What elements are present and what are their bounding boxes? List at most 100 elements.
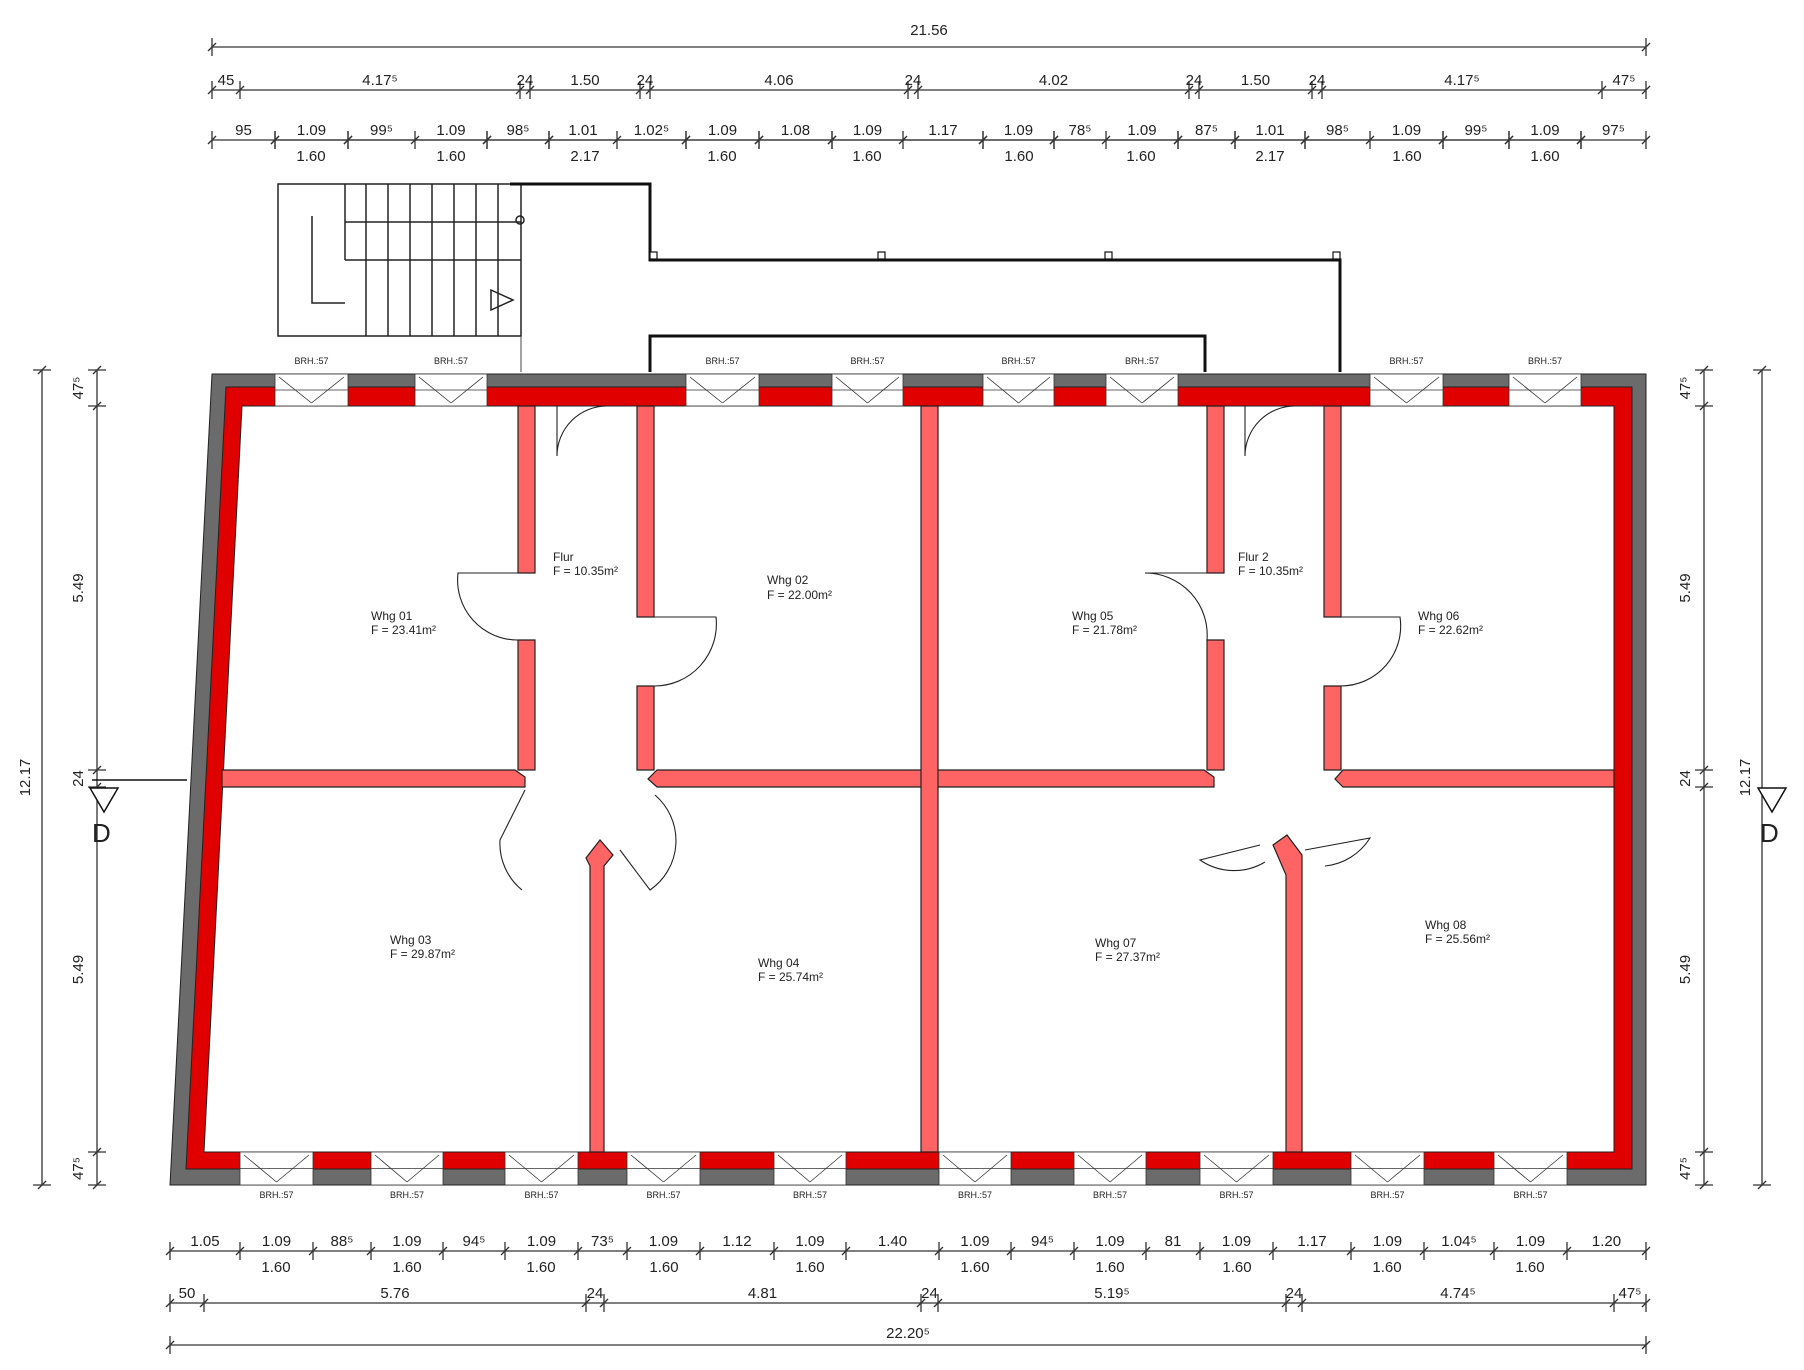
- dimension-label: 1.17: [928, 122, 957, 139]
- window: BRH.:57: [414, 356, 488, 407]
- dimension-tick: [978, 135, 988, 145]
- room-name: Whg 05: [1072, 609, 1114, 623]
- dimension-label: 1.60: [1372, 1259, 1401, 1276]
- dimension-label: 12.17: [17, 759, 34, 797]
- dimension-label: 1.09: [795, 1233, 824, 1250]
- dimension-label: 22.20⁵: [886, 1325, 930, 1342]
- dimension-tick: [37, 365, 47, 375]
- dimension-tick: [1195, 1246, 1205, 1256]
- dimension-tick: [934, 1246, 944, 1256]
- dimension-label: 1.01: [568, 122, 597, 139]
- dimension-label: 47⁵: [1677, 1157, 1694, 1180]
- window: BRH.:57: [1508, 356, 1582, 407]
- dimension-tick: [207, 85, 217, 95]
- dimension-tick: [1438, 135, 1448, 145]
- section-label-right: D: [1760, 818, 1779, 848]
- dimension-tick: [92, 765, 102, 775]
- window-sill-label: BRH.:57: [434, 356, 468, 366]
- window-sill-label: BRH.:57: [524, 1190, 558, 1200]
- window: BRH.:57: [274, 356, 349, 407]
- dimension-tick: [1184, 85, 1194, 95]
- dimension-tick: [1699, 1180, 1709, 1190]
- window-sill-label: BRH.:57: [958, 1190, 992, 1200]
- dim-top-row3: [270, 131, 1586, 149]
- dimension-tick: [1346, 1246, 1356, 1256]
- wall-v-flur2-right-bottom: [1323, 685, 1342, 771]
- dimension-tick: [199, 1298, 209, 1308]
- window-sill-label: BRH.:57: [1528, 356, 1562, 366]
- dimension-label: 4.17⁵: [362, 72, 397, 89]
- dimension-label: 5.49: [1677, 955, 1694, 984]
- dimension-label: 1.60: [1392, 148, 1421, 165]
- dimension-label: 1.09: [960, 1233, 989, 1250]
- dimension-label: 95: [235, 122, 252, 139]
- dimension-tick: [1230, 135, 1240, 145]
- doors: [457, 405, 1402, 891]
- dimension-label: 2.17: [1255, 148, 1284, 165]
- dimension-label: 1.09: [649, 1233, 678, 1250]
- dimension-tick: [573, 1246, 583, 1256]
- dimension-label: 2.17: [570, 148, 599, 165]
- dimension-label: 1.09: [1127, 122, 1156, 139]
- room-name: Whg 08: [1425, 918, 1467, 932]
- dimension-label: 4.74⁵: [1440, 1285, 1475, 1302]
- dimension-label: 4.81: [748, 1285, 777, 1302]
- dim-bottom-total: 22.20⁵: [165, 1325, 1651, 1354]
- window: BRH.:57: [1350, 1151, 1425, 1200]
- room-name: Whg 07: [1095, 936, 1137, 950]
- room-name: Whg 04: [758, 956, 800, 970]
- dimension-label: 1.60: [852, 148, 881, 165]
- window: BRH.:57: [626, 1151, 701, 1200]
- dimension-tick: [1504, 135, 1514, 145]
- window-sill-label: BRH.:57: [850, 356, 884, 366]
- wall-v-lower-left: [585, 839, 614, 1153]
- section-marker-left: D: [88, 779, 187, 848]
- dimension-label: 1.05: [190, 1233, 219, 1250]
- dimension-label: 98⁵: [1326, 122, 1349, 139]
- room-area: F = 25.74m²: [758, 970, 823, 984]
- dimension-label: 1.09: [1222, 1233, 1251, 1250]
- dimension-tick: [235, 85, 245, 95]
- dimension-label: 1.60: [436, 148, 465, 165]
- dimension-tick: [599, 1298, 609, 1308]
- dimension-label: 47⁵: [1613, 72, 1636, 89]
- window-sill-label: BRH.:57: [294, 356, 328, 366]
- dimension-label: 1.40: [878, 1233, 907, 1250]
- dimension-label: 5.76: [380, 1285, 409, 1302]
- stair-direction-arrow-icon: [490, 288, 515, 312]
- dim-right-total: 12.17: [1737, 365, 1771, 1190]
- window-sill-label: BRH.:57: [1513, 1190, 1547, 1200]
- wall-v-flur-left-bottom: [517, 639, 536, 771]
- dimension-tick: [645, 85, 655, 95]
- dimension-label: 1.09: [708, 122, 737, 139]
- dimension-tick: [841, 1246, 851, 1256]
- dimension-tick: [1699, 765, 1709, 775]
- window-sill-label: BRH.:57: [1093, 1190, 1127, 1200]
- dimension-label: 1.04⁵: [1441, 1233, 1476, 1250]
- room-area: F = 27.37m²: [1095, 950, 1160, 964]
- dimension-tick: [165, 1246, 175, 1256]
- room-name: Flur 2: [1238, 550, 1269, 564]
- dimension-tick: [1268, 1246, 1278, 1256]
- room-labels: Flur F = 10.35m² Whg 01 F = 23.41m² Whg …: [371, 550, 1490, 984]
- dimension-label: 5.49: [1677, 573, 1694, 602]
- dimension-tick: [769, 1246, 779, 1256]
- dimension-tick: [207, 135, 217, 145]
- room-area: F = 29.87m²: [390, 947, 455, 961]
- dimension-tick: [1699, 1147, 1709, 1157]
- window-sill-label: BRH.:57: [259, 1190, 293, 1200]
- dimension-label: 1.09: [1530, 122, 1559, 139]
- dimension-label: 1.17: [1297, 1233, 1326, 1250]
- dimension-label: 1.60: [649, 1259, 678, 1276]
- dimension-tick: [37, 1180, 47, 1190]
- dimension-tick: [1300, 135, 1310, 145]
- dimension-tick: [1699, 782, 1709, 792]
- dimension-label: 73⁵: [591, 1233, 614, 1250]
- wall-v-flur-right-top: [636, 405, 655, 618]
- dimension-label: 1.20: [1592, 1233, 1621, 1250]
- dimension-tick: [1049, 135, 1059, 145]
